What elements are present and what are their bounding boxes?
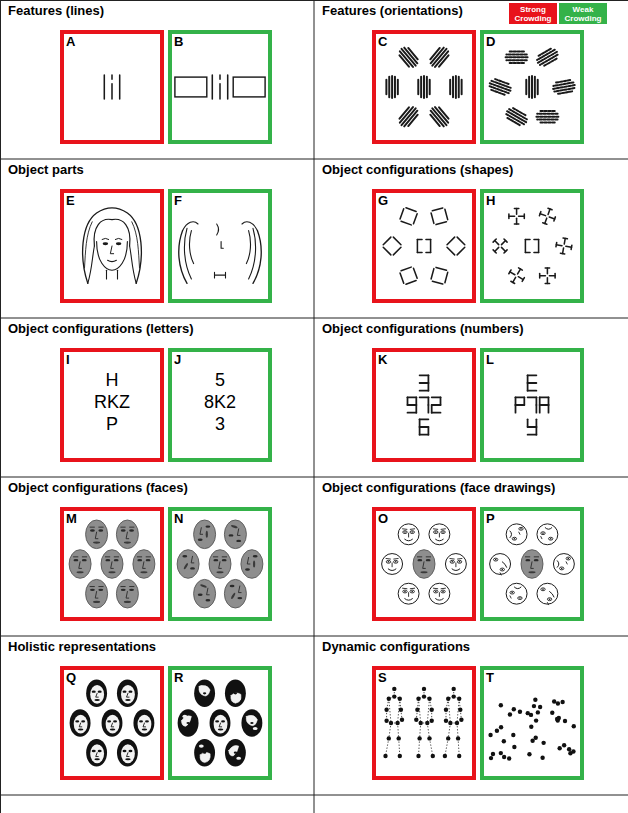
stimulus-illustration (376, 193, 472, 299)
stimulus-text: H (64, 369, 160, 391)
section-heading: Object configurations (shapes) (322, 162, 513, 178)
panel-letter: G (378, 193, 388, 208)
stimulus-text: 3 (172, 413, 268, 435)
panel-letter: J (174, 352, 181, 367)
stimulus-illustration (484, 34, 580, 140)
figure-section: Object configurations (numbers) K L (314, 318, 628, 477)
figure-section: Object configurations (letters)IHRKZPJ58… (0, 318, 314, 477)
stimulus-illustration (64, 511, 160, 617)
legend: Strong CrowdingWeak Crowding (509, 3, 607, 24)
section-heading: Dynamic configurations (322, 639, 470, 655)
stimulus-panel: D (480, 30, 584, 144)
stimulus-panel: S (372, 666, 476, 780)
stimulus-illustration (484, 193, 580, 299)
stimulus-panel: K (372, 348, 476, 462)
panel-letter: N (174, 511, 183, 526)
stimulus-text-stack: 58K23 (172, 369, 268, 435)
figure-section: Holistic representationsQ R (0, 636, 314, 795)
stimulus-panel: T (480, 666, 584, 780)
figure-section: Dynamic configurationsS T (314, 636, 628, 795)
figure-section: Object partsE F (0, 159, 314, 318)
section-heading: Object configurations (numbers) (322, 321, 524, 337)
stimulus-panel: A (60, 30, 164, 144)
panel-letter: M (66, 511, 77, 526)
section-heading: Features (orientations) (322, 3, 463, 19)
stimulus-illustration (172, 670, 268, 776)
stimulus-illustration (172, 193, 268, 299)
stimulus-illustration (484, 511, 580, 617)
stimulus-panel: O (372, 507, 476, 621)
panel-letter: D (486, 34, 495, 49)
stimulus-panel: M (60, 507, 164, 621)
panel-letter: C (378, 34, 387, 49)
stimulus-panel: E (60, 189, 164, 303)
figure-section: Object configurations (face drawings) O P (314, 477, 628, 636)
stimulus-text: P (64, 413, 160, 435)
stimulus-text: 5 (172, 369, 268, 391)
panel-letter: I (66, 352, 70, 367)
stimulus-panel: IHRKZP (60, 348, 164, 462)
stimulus-illustration (376, 670, 472, 776)
legend-text: Weak Crowding (559, 5, 607, 23)
panel-letter: A (66, 34, 75, 49)
legend-swatch: Strong Crowding (509, 3, 557, 24)
panel-letter: K (378, 352, 387, 367)
stimulus-illustration (484, 352, 580, 458)
stimulus-illustration (376, 352, 472, 458)
section-heading: Object configurations (face drawings) (322, 480, 555, 496)
stimulus-panel: N (168, 507, 272, 621)
panel-letter: H (486, 193, 495, 208)
panel-letter: E (66, 193, 75, 208)
panel-letter: P (486, 511, 495, 526)
figure-section: Features (lines) A B (0, 0, 314, 159)
stimulus-illustration (64, 670, 160, 776)
stimulus-panel: L (480, 348, 584, 462)
legend-swatch: Weak Crowding (559, 3, 607, 24)
stimulus-panel: G (372, 189, 476, 303)
section-heading: Object configurations (faces) (8, 480, 188, 496)
panel-letter: B (174, 34, 183, 49)
stimulus-illustration (64, 34, 160, 140)
panel-letter: F (174, 193, 182, 208)
stimulus-illustration (376, 34, 472, 140)
stimulus-panel: R (168, 666, 272, 780)
panel-letter: S (378, 670, 387, 685)
panel-letter: L (486, 352, 494, 367)
stimulus-panel: Q (60, 666, 164, 780)
stimulus-illustration (64, 193, 160, 299)
stimulus-illustration (484, 670, 580, 776)
panel-letter: R (174, 670, 183, 685)
stimulus-panel: P (480, 507, 584, 621)
stimulus-text-stack: HRKZP (64, 369, 160, 435)
stimulus-panel: B (168, 30, 272, 144)
figure-section: Object configurations (faces) M N (0, 477, 314, 636)
section-heading: Holistic representations (8, 639, 156, 655)
section-heading: Features (lines) (8, 3, 104, 19)
stimulus-text: 8K2 (172, 391, 268, 413)
panel-letter: T (486, 670, 494, 685)
panel-letter: O (378, 511, 388, 526)
figure-section: Object configurations (shapes) G H (314, 159, 628, 318)
stimulus-text: RKZ (64, 391, 160, 413)
stimulus-illustration (172, 34, 268, 140)
section-heading: Object configurations (letters) (8, 321, 194, 337)
stimulus-panel: H (480, 189, 584, 303)
stimulus-panel: F (168, 189, 272, 303)
panel-letter: Q (66, 670, 76, 685)
stimulus-panel: C (372, 30, 476, 144)
stimulus-illustration (376, 511, 472, 617)
section-heading: Object parts (8, 162, 84, 178)
stimulus-panel: J 58K23 (168, 348, 272, 462)
stimulus-illustration (172, 511, 268, 617)
legend-text: Strong Crowding (509, 5, 557, 23)
